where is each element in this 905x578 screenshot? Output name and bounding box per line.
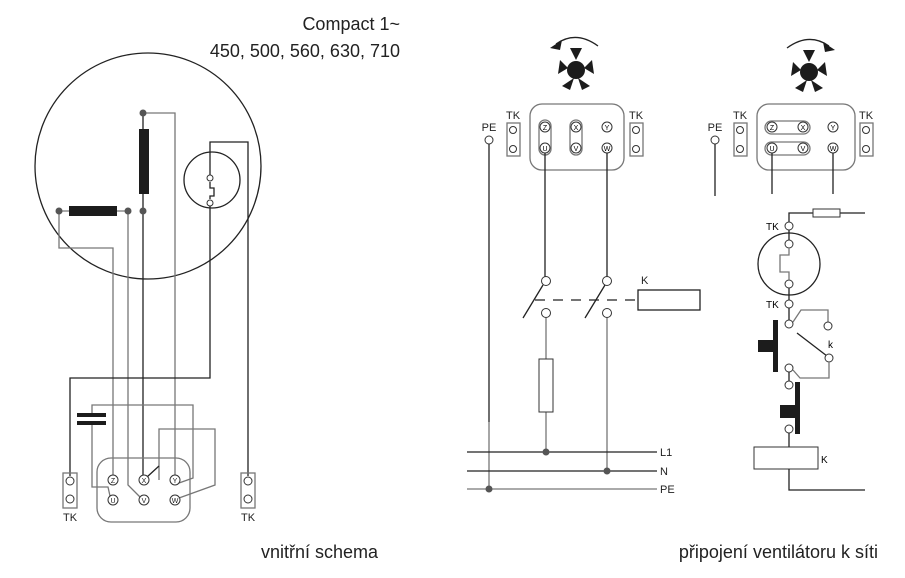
pe-label: PE [708, 122, 723, 134]
terminal-w: W [830, 146, 837, 153]
terminal-w: W [604, 146, 611, 153]
terminal-v: V [142, 498, 147, 505]
terminal-x: X [801, 125, 806, 132]
terminal-y: Y [831, 125, 836, 132]
start-button [795, 382, 800, 434]
contactor-coil-label: K [821, 455, 828, 466]
terminal-x: X [574, 125, 579, 132]
terminal-y: Y [605, 125, 610, 132]
svg-text:TK: TK [506, 110, 521, 122]
main-winding [139, 129, 149, 194]
power-bus: L1 N PE [467, 447, 675, 496]
terminal-w: W [172, 498, 179, 505]
motor-outline [34, 52, 262, 280]
tk-left: TK [733, 110, 748, 157]
contactor-label: K [641, 275, 649, 287]
tk-label: TK [766, 222, 779, 233]
sizes: 450, 500, 560, 630, 710 [210, 41, 400, 61]
terminal-u: U [110, 498, 115, 505]
terminal-u: U [769, 146, 774, 153]
terminal-box [529, 103, 625, 171]
aux-winding [69, 206, 117, 216]
thermal-contact [183, 151, 241, 209]
stop-button [773, 320, 778, 372]
terminal-v: V [574, 146, 579, 153]
fuse [538, 358, 554, 413]
bus-l1: L1 [660, 447, 672, 459]
fuse [812, 208, 841, 218]
fan-ccw-icon [550, 36, 599, 90]
contactor-coil [753, 446, 819, 470]
contactor-switch: K [522, 275, 701, 319]
svg-text:TK: TK [63, 512, 78, 524]
connection-diagram-2: Z X Y U V W TK TK PE TK TK [708, 38, 874, 491]
terminal-y: Y [173, 478, 178, 485]
terminal-u: U [542, 146, 547, 153]
terminal-box [756, 103, 856, 171]
auxiliary-contact-label: k [828, 340, 834, 351]
terminal-v: V [801, 146, 806, 153]
svg-text:TK: TK [241, 512, 256, 524]
pe-label: PE [482, 122, 497, 134]
capacitor [77, 413, 106, 425]
tk-right: TK [629, 110, 644, 157]
terminal-x: X [142, 478, 147, 485]
svg-text:TK: TK [629, 110, 644, 122]
caption-connection: připojení ventilátoru k síti [679, 542, 878, 562]
tk-left: TK [62, 472, 78, 524]
svg-text:TK: TK [859, 110, 874, 122]
terminal-z: Z [543, 125, 548, 132]
internal-schema: Z X Y U V W TK TK [34, 52, 262, 524]
control-circuit: TK TK k K [753, 208, 865, 491]
connection-diagram-1: Z X Y U V W TK TK PE K L1 N PE [467, 36, 701, 496]
terminal-z: Z [770, 125, 775, 132]
tk-label: TK [766, 300, 779, 311]
tk-left: TK [506, 110, 521, 157]
bus-pe: PE [660, 484, 675, 496]
bus-n: N [660, 466, 668, 478]
tk-right: TK [859, 110, 874, 157]
fan-cw-icon [786, 38, 835, 92]
terminal-z: Z [111, 478, 116, 485]
tk-right: TK [240, 472, 256, 524]
svg-text:TK: TK [733, 110, 748, 122]
terminal-box [96, 457, 191, 523]
caption-internal: vnitřní schema [261, 542, 379, 562]
title: Compact 1~ [302, 14, 400, 34]
